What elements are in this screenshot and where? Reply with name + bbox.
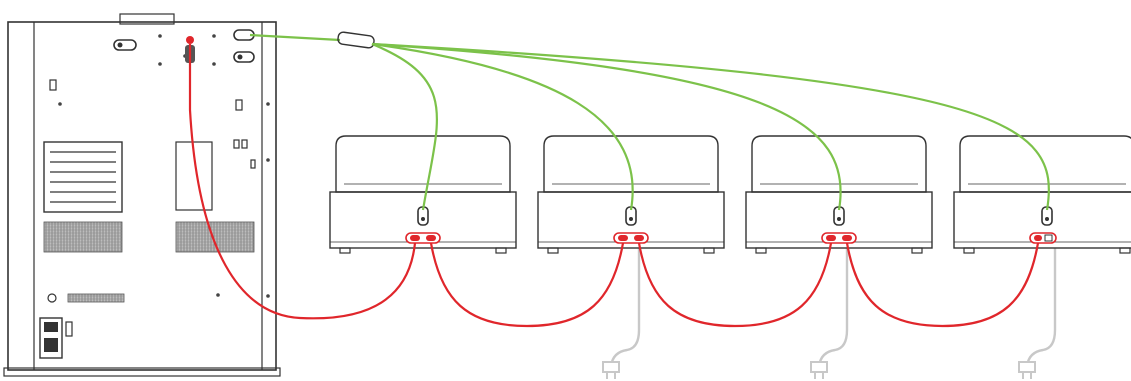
module-lid	[335, 135, 511, 193]
module-foot	[339, 247, 351, 254]
module-foot	[755, 247, 767, 254]
power-switch	[44, 322, 58, 332]
red-port-in	[826, 235, 836, 241]
red-cable-main	[188, 44, 417, 320]
red-port-in	[410, 235, 420, 241]
module-foot	[703, 247, 715, 254]
power-cable-3	[810, 248, 849, 379]
module-3	[745, 135, 933, 254]
red-cable-link	[845, 242, 1040, 328]
mesh-bg	[43, 221, 123, 253]
power-cord	[609, 248, 641, 367]
top-handle	[119, 13, 175, 25]
module-green-port-dot	[629, 217, 633, 221]
module-base	[329, 191, 517, 249]
module-green-port-dot	[1045, 217, 1049, 221]
symbol-b	[241, 139, 248, 149]
main-body	[7, 21, 277, 371]
red-cable-link	[429, 242, 625, 328]
screw-dot	[212, 34, 216, 38]
mesh-small	[67, 293, 125, 303]
panel-window	[175, 141, 213, 211]
power-led	[47, 293, 57, 303]
symbol-right	[235, 99, 243, 111]
mesh-right	[175, 221, 255, 253]
green-cable-1	[371, 42, 439, 211]
red-cable-end	[186, 36, 194, 44]
module-base	[745, 191, 933, 249]
main-base	[3, 367, 281, 377]
red-cables-layer	[186, 36, 1040, 328]
symbol-a	[233, 139, 240, 149]
main-unit	[3, 13, 281, 377]
vent-grille	[43, 141, 123, 213]
screw-dot	[266, 102, 270, 106]
module-4	[953, 135, 1131, 254]
red-cable-link	[637, 242, 833, 328]
screw-dot	[58, 102, 62, 106]
oval-port-dot	[117, 42, 123, 48]
module-foot	[495, 247, 507, 254]
screw-dot	[266, 158, 270, 162]
red-port-in	[1034, 235, 1042, 241]
module-foot	[911, 247, 923, 254]
module-base	[537, 191, 725, 249]
screw-dot	[266, 294, 270, 298]
module-foot	[547, 247, 559, 254]
mesh-bg	[67, 293, 125, 303]
port-lower	[233, 51, 255, 63]
red-port-in	[618, 235, 628, 241]
plug-icon	[1018, 361, 1036, 373]
symbol-c	[250, 159, 256, 169]
red-port-out	[426, 235, 436, 241]
red-port-out	[634, 235, 644, 241]
splitter	[337, 31, 375, 49]
module-foot	[963, 247, 975, 254]
screw-dot	[158, 34, 162, 38]
plug-icon	[602, 361, 620, 373]
module-lid	[543, 135, 719, 193]
green-cable-4	[371, 42, 1050, 211]
module-lid	[751, 135, 927, 193]
modules-layer	[329, 135, 1131, 254]
module-lid	[959, 135, 1131, 193]
module-green-port-dot	[421, 217, 425, 221]
symbol-left	[49, 79, 57, 91]
power-cable-2	[602, 248, 641, 379]
oval-port	[113, 39, 137, 51]
mesh-left	[43, 221, 123, 253]
green-cable-trunk	[249, 33, 341, 42]
power-cable-4	[1018, 248, 1057, 379]
module-1	[329, 135, 517, 254]
power-cables-layer	[602, 248, 1057, 379]
port-lower-dot	[237, 54, 243, 60]
fuse-label	[65, 321, 73, 337]
module-green-port-dot	[837, 217, 841, 221]
screw-dot	[212, 62, 216, 66]
screw-dot	[158, 62, 162, 66]
red-port-out	[842, 235, 852, 241]
green-cable-3	[371, 42, 842, 211]
power-socket	[39, 317, 63, 359]
green-cable-2	[371, 42, 634, 211]
mesh-bg	[175, 221, 255, 253]
module-2	[537, 135, 725, 254]
screw-dot	[216, 293, 220, 297]
power-inlet	[44, 338, 58, 352]
green-cables-layer	[249, 31, 1050, 211]
power-cord	[1025, 248, 1057, 367]
module-foot	[1119, 247, 1131, 254]
terminator-icon	[1044, 234, 1053, 242]
module-base	[953, 191, 1131, 249]
plug-icon	[810, 361, 828, 373]
power-cord	[817, 248, 849, 367]
